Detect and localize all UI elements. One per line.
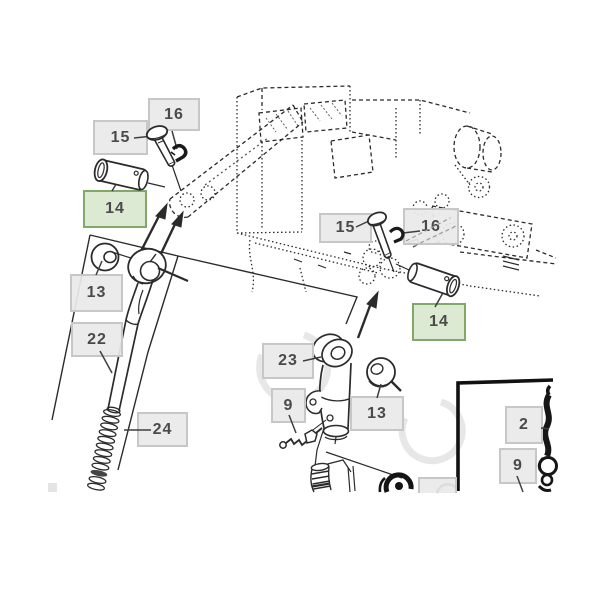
socket-end-art xyxy=(378,472,414,493)
retaining-clip-right-art xyxy=(388,226,405,244)
lynch-pin-left-art xyxy=(145,125,182,192)
callout-24: 24 xyxy=(137,412,188,447)
callout-14-left: 14 xyxy=(83,190,147,228)
callout-13-left: 13 xyxy=(70,274,123,312)
clevis-pin-right-art xyxy=(395,262,461,298)
threaded-rod-art xyxy=(87,409,121,491)
callout-partial xyxy=(418,477,457,493)
callout-22: 22 xyxy=(71,322,123,357)
grease-fitting-art xyxy=(279,427,323,449)
machine-assembly-art xyxy=(168,85,557,297)
callout-23: 23 xyxy=(262,343,314,379)
callout-14-right: 14 xyxy=(412,303,466,341)
clevis-pin-left-art xyxy=(93,158,166,191)
callout-16-left: 16 xyxy=(148,98,200,131)
arrow-right-icon xyxy=(356,290,379,339)
arrow-left-2-icon xyxy=(156,210,184,261)
callout-15-left: 15 xyxy=(93,120,148,155)
callout-15-right: 15 xyxy=(319,213,372,243)
callout-13-right: 13 xyxy=(350,396,404,431)
callout-9-right: 9 xyxy=(499,448,537,484)
callout-2: 2 xyxy=(505,406,543,444)
ball-art xyxy=(366,357,402,392)
spring-art xyxy=(310,462,332,493)
callout-16-right: 16 xyxy=(403,208,459,245)
callout-9-left: 9 xyxy=(271,388,306,423)
retaining-clip-left-art xyxy=(170,144,188,163)
